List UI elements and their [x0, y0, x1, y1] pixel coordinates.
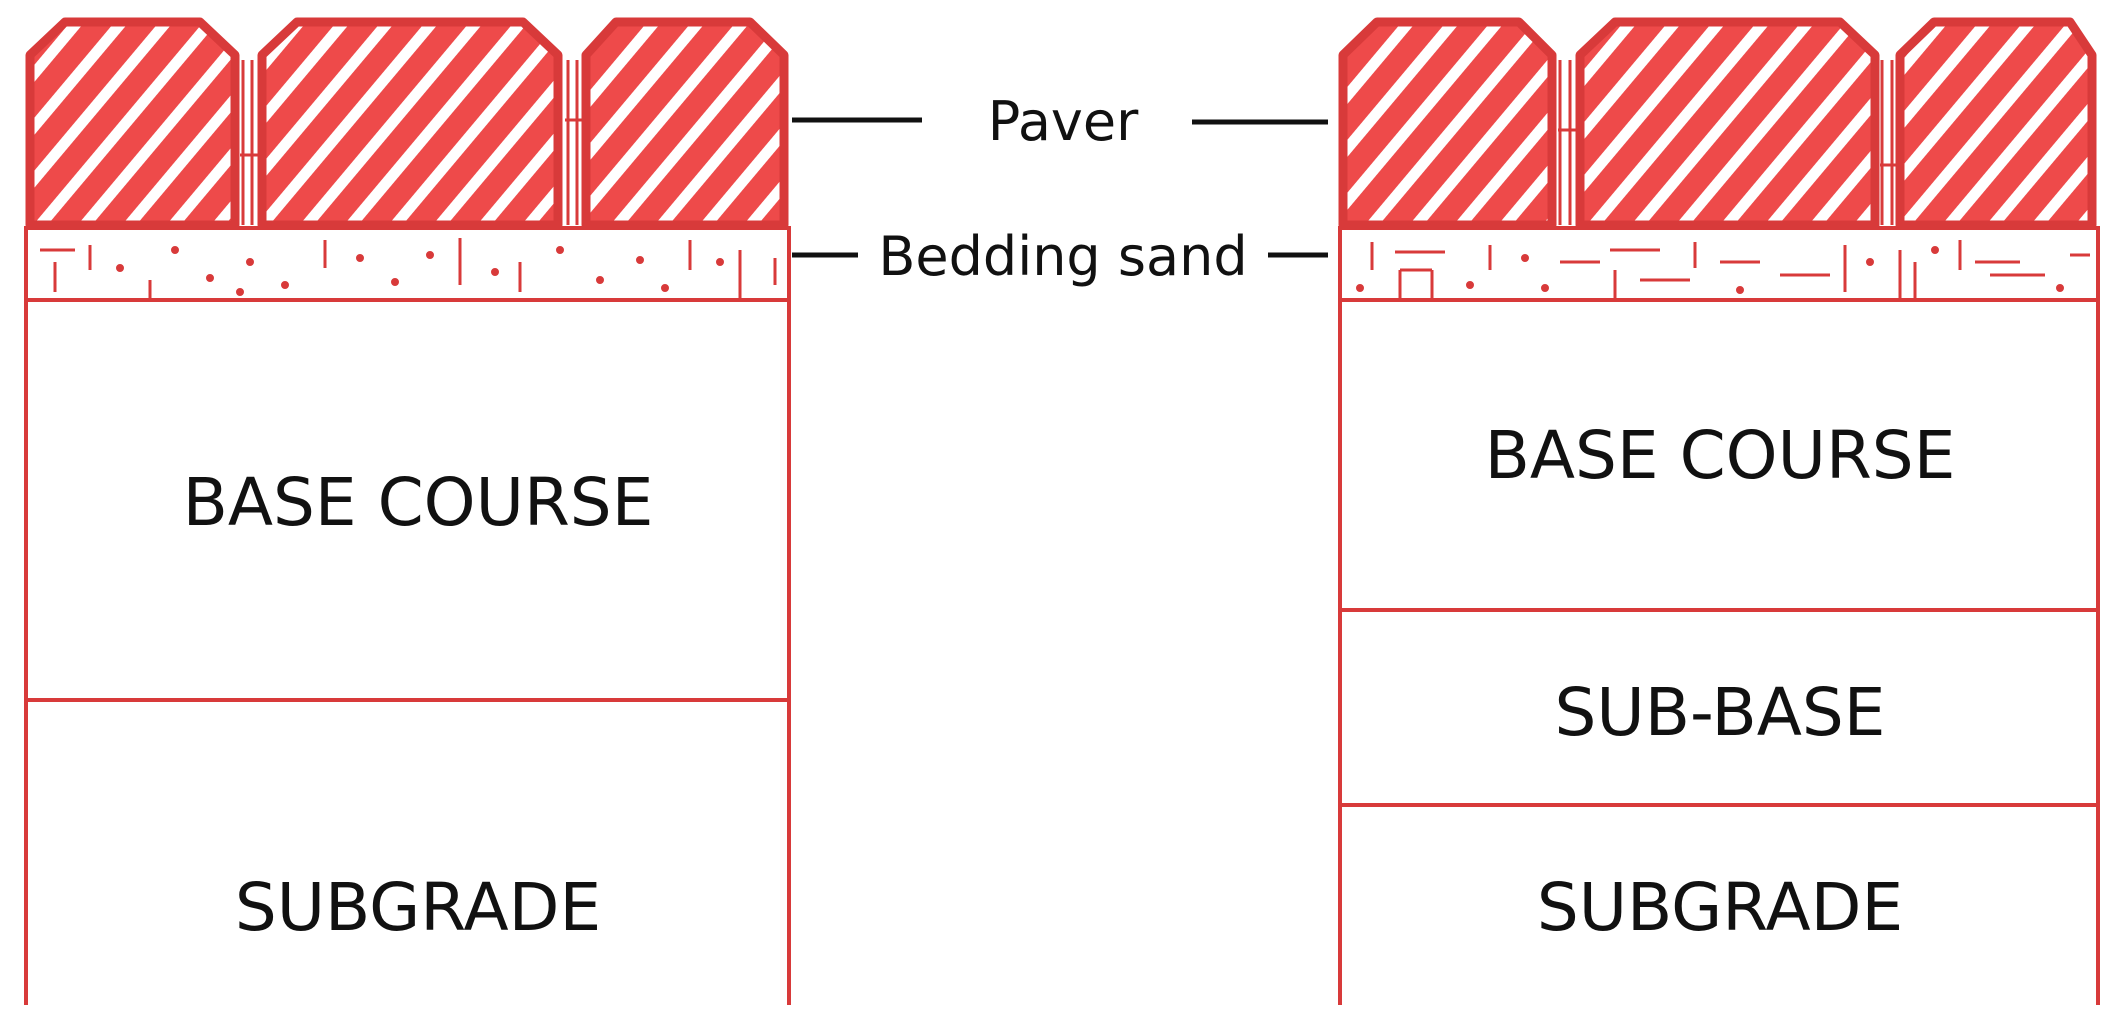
- left-bedding-sand-layer: [24, 226, 791, 302]
- callouts: Paver Bedding sand: [792, 90, 1328, 288]
- right-bedding-sand-texture: [1356, 240, 2090, 298]
- right-paver-2: [1575, 17, 1880, 230]
- right-subgrade-label: SUBGRADE: [1537, 869, 1903, 946]
- left-paver-3: [581, 17, 789, 230]
- right-joint-sand: [1558, 60, 1900, 225]
- right-subgrade-layer: [1338, 805, 2100, 1005]
- left-subgrade-layer: [24, 700, 791, 1005]
- bedding-sand-label: Bedding sand: [878, 225, 1247, 288]
- right-paver-1: [1338, 17, 1557, 230]
- right-pavement-section: BASE COURSE SUB-BASE SUBGRADE: [1338, 17, 2100, 1005]
- right-sub-base-layer: [1338, 608, 2100, 807]
- left-base-course-label: BASE COURSE: [183, 464, 654, 541]
- right-base-course-label: BASE COURSE: [1485, 417, 1956, 494]
- right-bedding-sand-layer: [1338, 226, 2100, 302]
- left-joint-sand: [240, 60, 585, 225]
- left-subgrade-label: SUBGRADE: [235, 869, 601, 946]
- left-paver-2: [257, 17, 563, 230]
- right-sub-base-label: SUB-BASE: [1555, 674, 1886, 751]
- left-bedding-sand-texture: [40, 238, 777, 298]
- paver-label: Paver: [988, 90, 1139, 153]
- left-paver-1: [25, 17, 240, 230]
- right-paver-3: [1895, 17, 2097, 230]
- left-base-course-layer: [24, 298, 791, 702]
- left-pavement-section: BASE COURSE SUBGRADE: [24, 17, 791, 1005]
